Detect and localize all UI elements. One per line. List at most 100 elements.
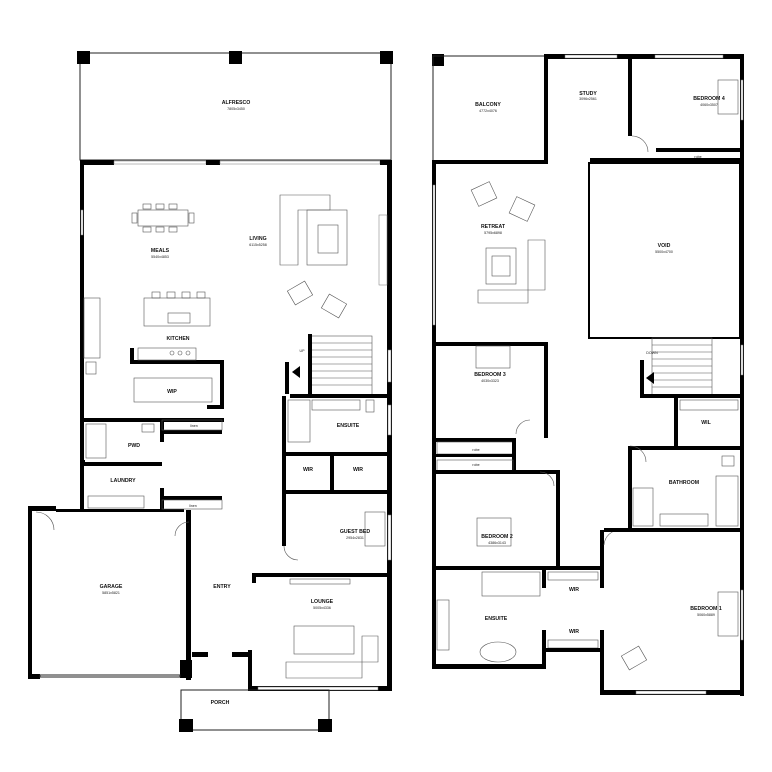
tv-unit bbox=[289, 578, 351, 585]
linen-cupboard bbox=[161, 499, 223, 510]
bathtub bbox=[715, 475, 739, 527]
wall bbox=[130, 348, 134, 360]
wall bbox=[600, 530, 604, 570]
wall bbox=[290, 394, 387, 398]
wir-label: WIR bbox=[569, 587, 579, 593]
bedroom1-label: BEDROOM 1 bbox=[690, 606, 722, 612]
dining-table bbox=[131, 203, 195, 233]
exterior-wall bbox=[432, 160, 546, 164]
island-sink bbox=[167, 312, 191, 324]
lounge-sofa bbox=[285, 635, 379, 679]
wall bbox=[436, 566, 602, 570]
staircase-down bbox=[646, 337, 713, 397]
wil-label: WIL bbox=[701, 420, 711, 426]
exterior-wall bbox=[432, 160, 436, 668]
window bbox=[219, 160, 381, 165]
porch-area bbox=[180, 689, 330, 731]
study-dimensions: 3096x2561 bbox=[579, 97, 597, 101]
meals-label: MEALS bbox=[151, 248, 170, 254]
retreat-dimensions: 5795x6898 bbox=[484, 231, 502, 235]
door-swing bbox=[631, 135, 649, 153]
porch-label: PORCH bbox=[211, 700, 230, 706]
vanity bbox=[436, 599, 450, 651]
bed bbox=[717, 79, 739, 115]
garage-door bbox=[39, 674, 181, 678]
door-swing bbox=[283, 545, 299, 561]
void-dimensions: 5500x4700 bbox=[655, 250, 673, 254]
garage-wall bbox=[28, 506, 32, 678]
wall bbox=[80, 460, 85, 464]
study-label: STUDY bbox=[579, 91, 597, 97]
wall bbox=[232, 652, 252, 657]
pantry-shelf bbox=[133, 377, 213, 403]
balcony-label: BALCONY bbox=[475, 102, 501, 108]
wall bbox=[436, 470, 558, 474]
wip-label: WIP bbox=[167, 389, 177, 395]
bathtub bbox=[287, 399, 311, 443]
bed bbox=[476, 517, 512, 547]
laundry-bench bbox=[87, 495, 145, 509]
window bbox=[635, 690, 707, 695]
bathroom-label: BATHROOM bbox=[669, 480, 699, 486]
linen-label: linen bbox=[189, 504, 197, 508]
living-sofa bbox=[279, 194, 348, 319]
first-floor-plan: BALCONY 4772x4076 STUDY 3096x2561 BEDROO… bbox=[432, 54, 744, 696]
wall bbox=[640, 394, 740, 398]
window bbox=[740, 589, 744, 641]
window bbox=[740, 344, 744, 376]
wall bbox=[590, 158, 740, 162]
wall bbox=[282, 452, 387, 456]
porch-post bbox=[179, 719, 193, 732]
wall bbox=[84, 462, 162, 466]
porch-post bbox=[318, 719, 332, 732]
vanity bbox=[311, 399, 361, 411]
bathtub bbox=[479, 641, 517, 663]
kitchen-bench bbox=[137, 347, 197, 361]
wir-label: WIR bbox=[353, 467, 363, 473]
wir-label: WIR bbox=[303, 467, 313, 473]
wall bbox=[604, 528, 740, 532]
balcony-post bbox=[432, 54, 444, 66]
ensuite-label: ENSUITE bbox=[337, 423, 360, 429]
alfresco-label: ALFRESCO bbox=[222, 100, 251, 106]
bedroom4-label: BEDROOM 4 bbox=[693, 96, 725, 102]
wall bbox=[162, 496, 222, 500]
wir-label: WIR bbox=[569, 629, 579, 635]
shower bbox=[632, 487, 654, 527]
exterior-wall bbox=[544, 54, 548, 164]
exterior-wall bbox=[544, 54, 742, 59]
linen-cupboard bbox=[161, 419, 223, 431]
retreat-furniture bbox=[470, 181, 546, 304]
alfresco-post bbox=[229, 51, 242, 64]
wall bbox=[130, 360, 224, 364]
wall bbox=[640, 360, 644, 396]
wall bbox=[282, 452, 286, 494]
wardrobe bbox=[547, 639, 599, 649]
wall bbox=[436, 342, 546, 346]
wall bbox=[192, 652, 208, 657]
wall bbox=[628, 446, 632, 530]
lounge-dimensions: 5005x4336 bbox=[313, 606, 331, 610]
door-swing bbox=[174, 521, 190, 537]
ensuite-label: ENSUITE bbox=[485, 616, 508, 622]
wall bbox=[282, 490, 387, 494]
shower bbox=[85, 423, 107, 459]
robe-label: robe bbox=[694, 155, 701, 159]
armchair bbox=[620, 645, 648, 671]
island-stools bbox=[151, 291, 206, 299]
door-swing bbox=[603, 529, 621, 546]
retreat-label: RETREAT bbox=[481, 224, 506, 230]
staircase-up bbox=[292, 335, 373, 397]
garage-wall bbox=[28, 674, 40, 679]
rug bbox=[293, 625, 355, 655]
kitchen-label: KITCHEN bbox=[166, 336, 189, 342]
basin bbox=[141, 423, 155, 433]
wall bbox=[512, 438, 516, 472]
door-swing bbox=[515, 419, 531, 435]
garage-wall bbox=[56, 509, 184, 512]
wall bbox=[542, 566, 546, 588]
exterior-wall bbox=[80, 160, 114, 165]
window bbox=[740, 79, 744, 121]
down-label: DOWN bbox=[646, 351, 658, 355]
linen-label: linen bbox=[190, 424, 198, 428]
